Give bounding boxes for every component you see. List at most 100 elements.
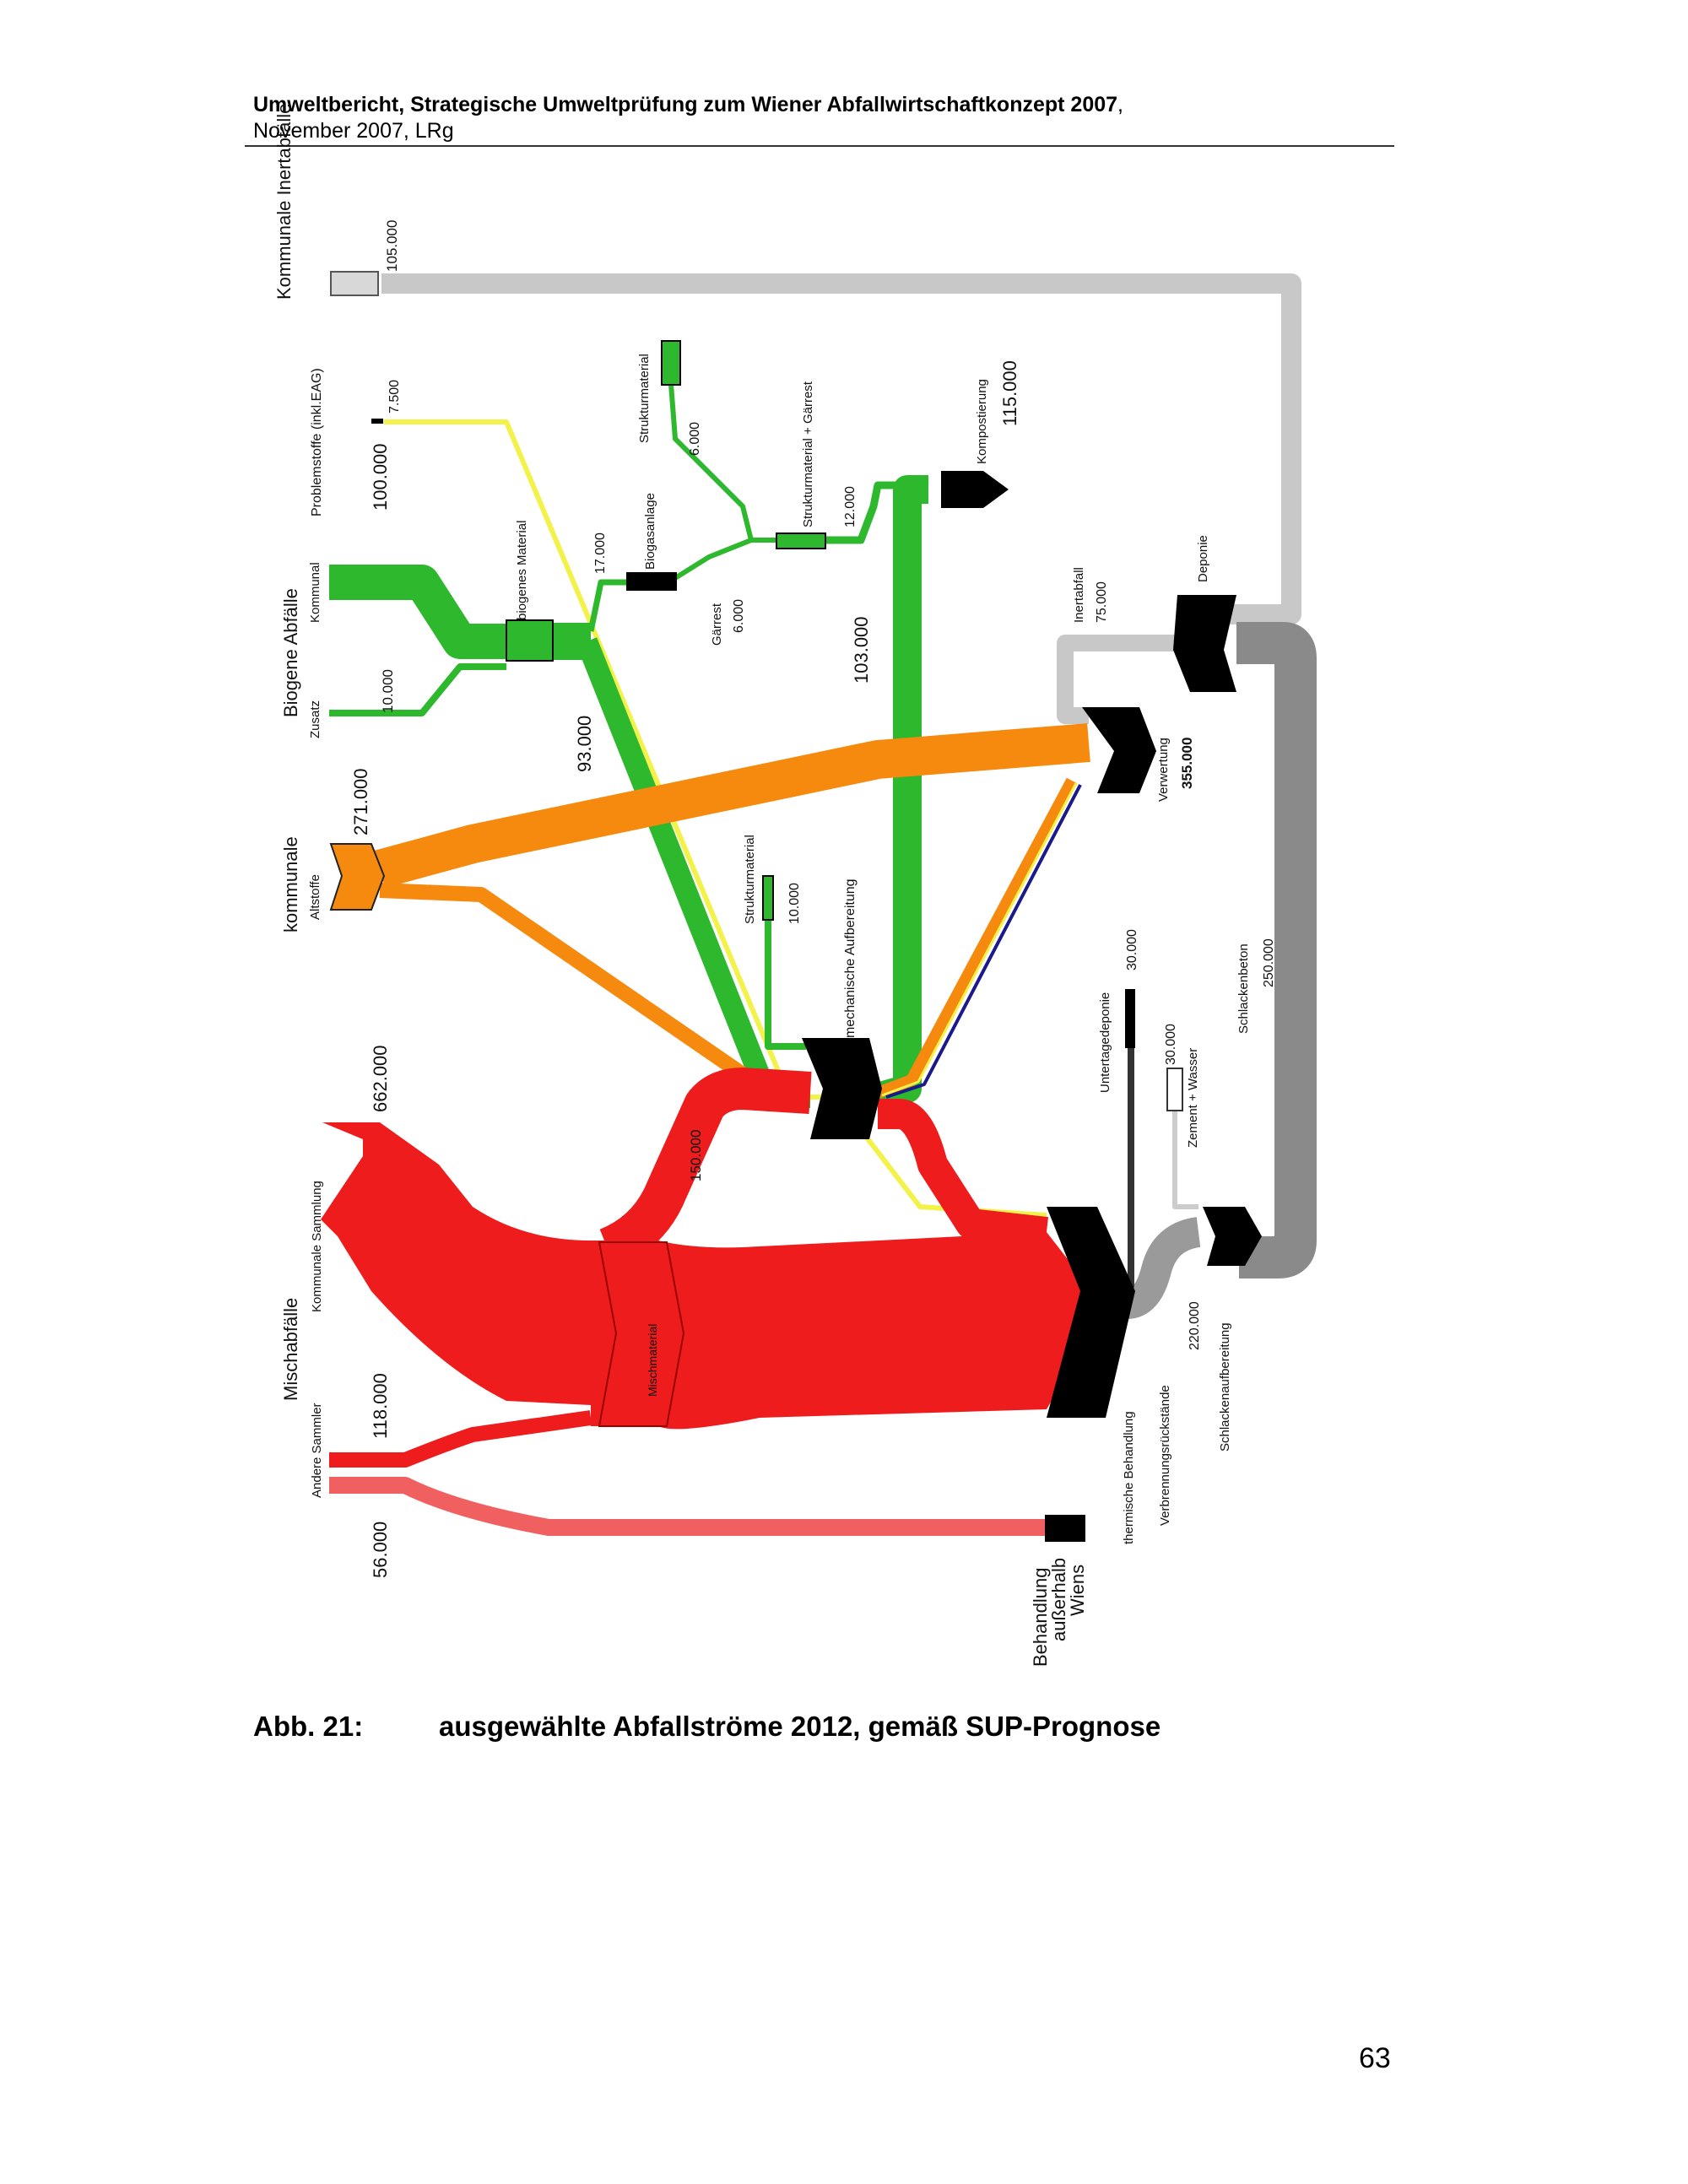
node-inert-source — [330, 271, 379, 296]
page-header: Umweltbericht, Strategische Umweltprüfun… — [253, 91, 1394, 143]
label-mech: mechanische Aufbereitung — [843, 878, 858, 1038]
node-kompostierung — [941, 471, 1009, 508]
label-verwertung-value: 355.000 — [1179, 738, 1195, 789]
label-problem: Problemstoffe (inkl.EAG) — [310, 368, 324, 516]
label-misch-value: 662.000 — [370, 1045, 391, 1112]
flow-mech-struktur — [765, 878, 806, 1050]
header-divider — [245, 145, 1394, 147]
label-biogen-zusatz: Zusatz — [308, 700, 322, 738]
label-biogas: Biogasanlage — [643, 493, 657, 570]
label-untertage-value: 30.000 — [1125, 929, 1139, 970]
node-altstoffe-source — [329, 843, 386, 911]
node-problem-source — [371, 419, 383, 424]
label-schlackenbeton: Schlackenbeton — [1236, 943, 1251, 1034]
label-mech-struktur: Strukturmaterial — [743, 835, 757, 924]
flow-mech-thermisch — [878, 1099, 1048, 1247]
label-inert-group: Kommunale Inertabfälle — [273, 104, 295, 300]
node-mech-struktur — [762, 875, 774, 921]
label-zement: Zement + Wasser — [1186, 1048, 1200, 1148]
header-subtitle: November 2007, LRg — [253, 119, 454, 143]
label-struktur-value: 6.000 — [688, 422, 702, 456]
figure-number: Abb. 21: — [253, 1711, 364, 1742]
flow-andere-misch — [329, 1410, 592, 1468]
node-biogas — [626, 572, 677, 591]
label-biogenes-material: biogenes Material — [515, 521, 529, 620]
flow-altstoffe-verwertung — [374, 723, 1090, 889]
label-schlacken: Schlackenaufbereitung — [1218, 1322, 1232, 1451]
label-verbrennung: Verbrennungsrückstände — [1158, 1385, 1172, 1526]
label-gaerrest-value: 6.000 — [732, 599, 746, 633]
label-untertage: Untertagedeponie — [1098, 992, 1112, 1093]
node-mechanische-aufbereitung — [802, 1038, 882, 1139]
node-struktur-source — [661, 340, 681, 386]
node-struktur-gaerrest — [776, 532, 826, 549]
label-mech-struktur-value: 10.000 — [787, 883, 802, 924]
label-flow-93: 93.000 — [574, 716, 595, 772]
label-flow-150: 150.000 — [688, 1130, 704, 1181]
label-altstoffe-group: kommunale — [280, 836, 301, 933]
label-struktur-gaerrest-value: 12.000 — [843, 486, 858, 527]
label-misch-extern-value: 56.000 — [370, 1522, 391, 1578]
flow-extern — [329, 1477, 1055, 1536]
label-extern-3: Wiens — [1067, 1565, 1088, 1616]
flow-inert — [381, 273, 1301, 624]
label-misch-andere-value: 118.000 — [370, 1373, 391, 1439]
label-altstoffe: Altstoffe — [308, 874, 322, 920]
label-deponie: Deponie — [1196, 535, 1210, 582]
label-flow-103: 103.000 — [851, 616, 872, 684]
header-title: Umweltbericht, Strategische Umweltprüfun… — [253, 93, 1118, 116]
label-gaerrest: Gärrest — [710, 603, 724, 646]
flow-gaerrest — [674, 538, 753, 581]
label-biogen-group: Biogene Abfälle — [280, 588, 301, 717]
label-inertabfall-value: 75.000 — [1095, 581, 1109, 623]
label-struktur: Strukturmaterial — [637, 354, 652, 443]
label-biogas-value: 17.000 — [593, 532, 608, 574]
label-verwertung: Verwertung — [1156, 738, 1171, 802]
label-struktur-gaerrest: Strukturmaterial + Gärrest — [801, 381, 815, 527]
flow-17000 — [587, 579, 629, 632]
label-schlackenbeton-value: 250.000 — [1262, 938, 1276, 987]
flow-zement — [1172, 1077, 1198, 1209]
label-verbrennung-value: 220.000 — [1188, 1301, 1202, 1350]
node-mischmaterial — [598, 1241, 685, 1427]
label-mischmaterial: Mischmaterial — [646, 1324, 659, 1397]
flow-misch-150000 — [599, 1068, 812, 1269]
flow-verbrennung — [1125, 1217, 1202, 1319]
flow-mech-verwertung-blue — [885, 784, 1082, 1099]
flow-12000 — [823, 481, 924, 544]
header-title-suffix: , — [1117, 93, 1123, 116]
label-misch-kommunal: Kommunale Sammlung — [310, 1181, 324, 1312]
flow-mech-verwertung-yellow — [881, 782, 1078, 1097]
flow-schlackenbeton — [1236, 622, 1317, 1279]
label-problem-value: 7.500 — [387, 380, 402, 414]
label-zement-value: 30.000 — [1164, 1024, 1178, 1065]
label-inert-value: 105.000 — [384, 220, 400, 272]
label-biogen-zusatz-value: 10.000 — [380, 669, 396, 713]
label-biogen-kommunal: Kommunal — [308, 562, 322, 623]
flow-biogen-kommunal — [329, 565, 506, 659]
label-extern-2: außerhalb — [1048, 1558, 1069, 1641]
label-altstoffe-value: 271.000 — [350, 768, 371, 835]
flow-inertabfall — [1057, 635, 1182, 724]
flow-altstoffe-mech — [379, 883, 803, 1092]
label-extern-1: Behandlung — [1030, 1568, 1051, 1667]
node-biogenes — [506, 619, 554, 662]
flow-biogen-zusatz — [329, 663, 506, 716]
label-inertabfall: Inertabfall — [1072, 567, 1086, 623]
label-kompost: Kompostierung — [975, 379, 989, 464]
label-thermisch: thermische Behandlung — [1122, 1411, 1136, 1544]
label-misch-andere: Andere Sammler — [310, 1403, 324, 1498]
flow-mischmaterial-thermisch — [591, 1232, 1106, 1430]
label-biogen-value-top: 100.000 — [370, 443, 391, 511]
label-misch-group: Mischabfälle — [280, 1298, 301, 1401]
node-untertage — [1125, 989, 1135, 1048]
flow-problemstoffe — [384, 419, 1047, 1218]
flow-93000 — [576, 637, 810, 1108]
page-number: 63 — [1359, 2042, 1391, 2074]
flow-103000 — [874, 475, 928, 1111]
node-verwertung — [1082, 707, 1156, 793]
node-schlackenaufbereitung — [1203, 1207, 1262, 1266]
figure-caption: ausgewählte Abfallströme 2012, gemäß SUP… — [439, 1711, 1161, 1742]
flow-mischabfaelle-body — [321, 1122, 591, 1405]
